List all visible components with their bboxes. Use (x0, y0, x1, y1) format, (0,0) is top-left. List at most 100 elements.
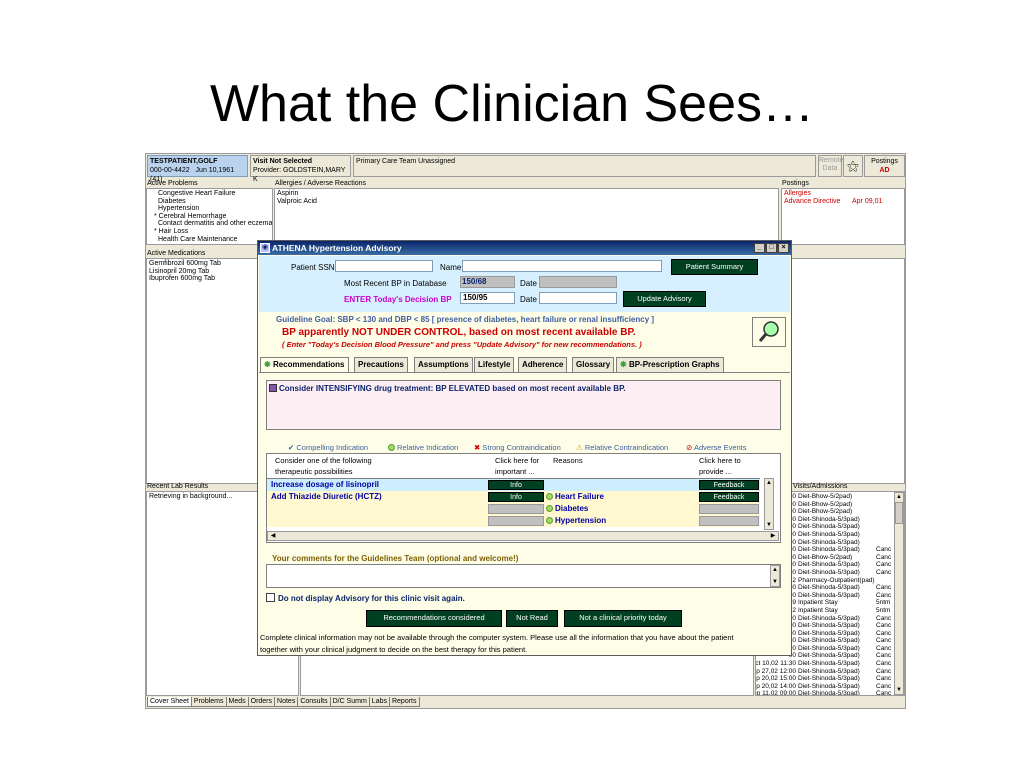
postings-button[interactable]: Postings AD (864, 155, 905, 177)
comments-input[interactable]: ▲ ▼ (266, 564, 781, 588)
info-button-empty (488, 504, 544, 514)
problem-item: * Cerebral Hemorrhage (154, 212, 227, 220)
tab-cover-sheet[interactable]: Cover Sheet (147, 697, 192, 707)
tab-dc-summ[interactable]: D/C Summ (329, 697, 370, 707)
active-problems-list[interactable]: Congestive Heart Failure Diabetes Hypert… (146, 188, 273, 245)
slide-title: What the Clinician Sees… (209, 75, 815, 133)
feedback-button[interactable]: Feedback (699, 492, 759, 502)
name-input[interactable] (462, 260, 662, 272)
scroll-down-icon: ▼ (772, 579, 778, 585)
reason-cell: Heart Failure (546, 491, 604, 502)
therapy-cell: Add Thiazide Diuretic (HCTZ) (271, 492, 382, 501)
scroll-up-icon: ▲ (772, 567, 778, 573)
tab-notes[interactable]: Notes (274, 697, 299, 707)
visit-status: Canc (876, 561, 892, 569)
visit-status: Canc (876, 591, 892, 599)
grid-vscroll[interactable]: ▲ ▼ (764, 478, 774, 530)
visit-date: Sep 27,02 12:00 (756, 667, 796, 675)
close-icon[interactable]: × (778, 243, 789, 253)
maximize-icon[interactable]: □ (766, 243, 777, 253)
visit-type: Diet-Shinoda-5/3pad) (798, 584, 860, 592)
tools-icon[interactable]: ⚝ (843, 155, 863, 177)
tab-precautions[interactable]: Precautions (354, 357, 408, 372)
visit-type: Diet-Shinoda-5/3pad) (798, 690, 860, 696)
tab-labs[interactable]: Labs (368, 697, 390, 707)
recent-labs-label: Recent Lab Results (147, 483, 209, 490)
visit-status: Canc (876, 568, 892, 576)
visit-info-box[interactable]: Visit Not Selected Provider: GOLDSTEIN,M… (250, 155, 351, 183)
tab-divider (259, 372, 790, 373)
patient-ssn-label: Patient SSN (291, 263, 335, 272)
visit-date: 00 (788, 652, 796, 660)
tab-glossary[interactable]: Glossary (572, 357, 615, 372)
tab-consults[interactable]: Consults (297, 697, 331, 707)
tab-lifestyle[interactable]: Lifestyle (474, 357, 515, 372)
visit-status: 5ntm (876, 599, 891, 607)
comments-label: Your comments for the Guidelines Team (o… (272, 554, 519, 563)
visit-date: Sep 20,02 15:00 (756, 675, 796, 683)
remote-data-button[interactable]: Remote Data (818, 155, 844, 177)
tab-problems[interactable]: Problems (190, 697, 227, 707)
tab-adherence[interactable]: Adherence (518, 357, 568, 372)
comments-scrollbar[interactable]: ▲ ▼ (770, 565, 780, 587)
grid-hscroll[interactable]: ◀ ▶ (267, 531, 779, 541)
info-button[interactable]: Info (488, 492, 544, 502)
primary-care-team[interactable]: Primary Care Team Unassigned (353, 155, 816, 177)
enter-bp-input[interactable]: 150/95 (460, 292, 515, 304)
allergies-label: Allergies / Adverse Reactions (275, 180, 367, 187)
visit-type: Diet-Bhow-5/2pad) (798, 500, 853, 508)
magnifier-icon (758, 321, 779, 342)
scroll-up-icon: ▲ (896, 494, 902, 500)
decision-date-input[interactable] (539, 292, 617, 304)
do-not-display-row[interactable]: Do not display Advisory for this clinic … (266, 593, 465, 603)
patient-info-box[interactable]: TESTPATIENT,GOLF 000-00-4422 Jun 10,1961… (147, 155, 248, 183)
visit-date: Oct 10,02 11:30 (755, 660, 796, 668)
posting-date: Apr 09,01 (852, 197, 883, 205)
patient-summary-button[interactable]: Patient Summary (671, 259, 758, 275)
scroll-down-icon: ▼ (896, 687, 902, 693)
patient-ssn-input[interactable] (335, 260, 433, 272)
recommendations-considered-button[interactable]: Recommendations considered (366, 610, 502, 627)
allergies-list[interactable]: Aspirin Valproic Acid (274, 188, 779, 245)
tab-reports[interactable]: Reports (388, 697, 420, 707)
strong-contraindication-icon: ✖ (474, 443, 481, 452)
provider: Provider: GOLDSTEIN,MARY K (253, 167, 346, 183)
visit-status: Visit Not Selected (253, 158, 313, 165)
visit-status: Canc (876, 629, 892, 637)
info-button[interactable]: Info (488, 480, 544, 490)
minimize-icon[interactable]: _ (754, 243, 765, 253)
athena-titlebar[interactable]: ATHENA Hypertension Advisory (258, 241, 791, 255)
tab-bp-prescription-graphs[interactable]: ❋ BP-Prescription Graphs (616, 357, 724, 372)
visits-scrollbar[interactable]: ▲ ▼ (894, 492, 904, 695)
update-advisory-button[interactable]: Update Advisory (623, 291, 706, 307)
feedback-button[interactable]: Feedback (699, 480, 759, 490)
tab-assumptions[interactable]: Assumptions (414, 357, 473, 372)
not-priority-button[interactable]: Not a clinical priority today (564, 610, 682, 627)
visit-status: Canc (876, 546, 892, 554)
visit-status: Canc (876, 652, 892, 660)
postings-label: Postings (871, 158, 898, 165)
do-not-display-checkbox[interactable] (266, 593, 275, 602)
tab-meds[interactable]: Meds (225, 697, 249, 707)
active-meds-label: Active Medications (147, 250, 206, 257)
magnifier-button[interactable] (752, 317, 786, 347)
tab-recommendations[interactable]: ❋ Recommendations (260, 357, 349, 373)
tab-orders[interactable]: Orders (247, 697, 276, 707)
visit-type: Pharmacy-Outpatient(pad) (798, 576, 875, 584)
date-label-1: Date (520, 279, 537, 288)
not-read-button[interactable]: Not Read (506, 610, 558, 627)
visit-status: Canc (876, 690, 892, 696)
recommendation-box: Consider INTENSIFYING drug treatment: BP… (266, 380, 781, 430)
